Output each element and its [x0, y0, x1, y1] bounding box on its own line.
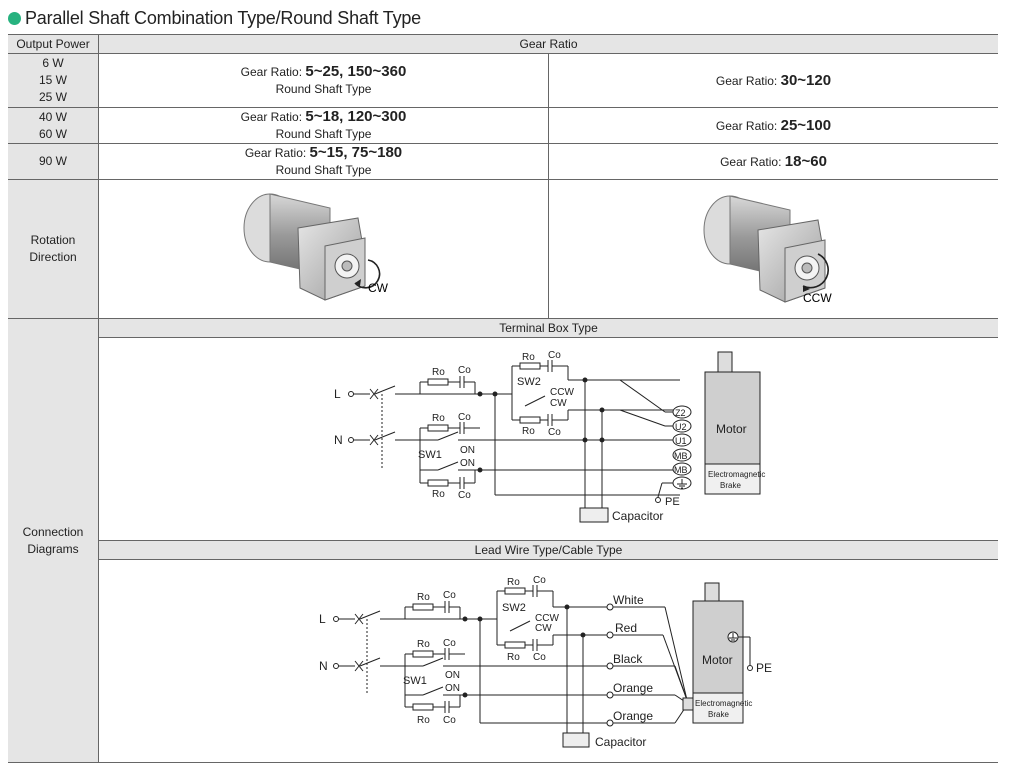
svg-text:Co: Co	[458, 365, 471, 376]
svg-text:ON: ON	[460, 458, 475, 469]
terminal-box-diagram: L N Ro Co Ro Co SW1 ON ON Ro	[334, 350, 765, 523]
svg-text:Red: Red	[615, 621, 637, 635]
connection-diagrams-label: Connection Diagrams	[8, 319, 98, 762]
svg-text:SW1: SW1	[403, 675, 427, 687]
svg-text:Co: Co	[443, 715, 456, 726]
header-output-power: Output Power	[8, 35, 98, 53]
svg-text:Capacitor: Capacitor	[612, 509, 663, 523]
column-divider	[548, 53, 549, 318]
svg-text:MB: MB	[674, 465, 688, 475]
motor-cw-icon: CW	[243, 193, 389, 301]
svg-text:SW2: SW2	[517, 376, 541, 388]
svg-text:Electromagnetic: Electromagnetic	[695, 699, 752, 708]
gear-ratio-parallel-row-3: Gear Ratio: 18~60	[720, 152, 827, 170]
power-cell-row-2: 40 W 60 W	[8, 108, 98, 143]
svg-text:Black: Black	[613, 652, 643, 666]
svg-text:Ro: Ro	[432, 413, 445, 424]
svg-text:ON: ON	[460, 445, 475, 456]
svg-text:Ro: Ro	[417, 639, 430, 650]
motor-ccw-icon: CCW	[703, 195, 832, 305]
svg-text:Ro: Ro	[417, 592, 430, 603]
power-cell-row-3: 90 W	[8, 144, 98, 179]
gear-ratio-round-row-1: Gear Ratio: 5~25, 150~360 Round Shaft Ty…	[240, 63, 407, 96]
svg-text:U2: U2	[675, 422, 687, 432]
table-rule	[8, 318, 998, 319]
gear-ratio-round-row-3: Gear Ratio: 5~15, 75~180 Round Shaft Typ…	[244, 144, 403, 177]
power-cell-row-1: 6 W 15 W 25 W	[8, 54, 98, 107]
table-rule	[99, 337, 998, 338]
table-rule	[8, 143, 998, 144]
svg-text:ON: ON	[445, 670, 460, 681]
gear-ratio-parallel-row-1: Gear Ratio: 30~120	[715, 71, 832, 89]
svg-text:Ro: Ro	[507, 577, 520, 588]
svg-text:N: N	[334, 433, 343, 447]
svg-text:Co: Co	[533, 652, 546, 663]
page-title: Parallel Shaft Combination Type/Round Sh…	[8, 6, 421, 30]
svg-text:ON: ON	[445, 683, 460, 694]
svg-text:Motor: Motor	[702, 653, 733, 667]
svg-text:Orange: Orange	[613, 709, 653, 723]
cw-label: CW	[368, 281, 389, 295]
svg-text:CW: CW	[535, 623, 552, 634]
svg-text:PE: PE	[665, 496, 680, 508]
rotation-direction-label: Rotation Direction	[8, 180, 98, 318]
svg-text:Co: Co	[443, 638, 456, 649]
svg-text:Co: Co	[443, 590, 456, 601]
svg-text:Ro: Ro	[432, 367, 445, 378]
svg-text:PE: PE	[756, 661, 772, 675]
svg-text:Motor: Motor	[716, 422, 747, 436]
table-rule	[99, 540, 998, 541]
column-divider	[98, 34, 99, 762]
svg-text:CCW: CCW	[550, 387, 574, 398]
svg-text:Brake: Brake	[708, 710, 729, 719]
svg-text:Brake: Brake	[720, 481, 741, 490]
table-rule	[8, 107, 998, 108]
svg-text:Co: Co	[458, 412, 471, 423]
svg-text:Electromagnetic: Electromagnetic	[708, 470, 765, 479]
lead-wire-type-header: Lead Wire Type/Cable Type	[99, 541, 998, 559]
gear-ratio-round-row-2: Gear Ratio: 5~18, 120~300 Round Shaft Ty…	[240, 108, 407, 141]
gear-ratio-parallel-row-2: Gear Ratio: 25~100	[715, 116, 832, 134]
svg-text:Ro: Ro	[507, 652, 520, 663]
svg-text:L: L	[319, 612, 326, 626]
svg-text:CCW: CCW	[535, 613, 559, 624]
svg-text:White: White	[613, 593, 644, 607]
table-top-border	[8, 34, 998, 35]
svg-text:Co: Co	[458, 490, 471, 501]
svg-text:Co: Co	[533, 575, 546, 586]
svg-text:N: N	[319, 659, 328, 673]
svg-text:Capacitor: Capacitor	[595, 735, 646, 749]
svg-text:L: L	[334, 387, 341, 401]
svg-text:Ro: Ro	[522, 426, 535, 437]
svg-text:Orange: Orange	[613, 681, 653, 695]
table-rule	[99, 559, 998, 560]
svg-text:Co: Co	[548, 427, 561, 438]
svg-text:Ro: Ro	[522, 352, 535, 363]
svg-text:Z2: Z2	[675, 408, 686, 418]
svg-text:U1: U1	[675, 436, 687, 446]
table-rule	[8, 179, 998, 180]
ccw-label: CCW	[803, 291, 832, 305]
terminal-box-type-header: Terminal Box Type	[99, 319, 998, 337]
header-gear-ratio: Gear Ratio	[99, 35, 998, 53]
lead-wire-diagram: L N Ro Co Ro Co SW1 ON ON Ro Co	[319, 575, 772, 749]
bullet-icon	[8, 11, 21, 25]
svg-text:SW1: SW1	[418, 449, 442, 461]
page-title-text: Parallel Shaft Combination Type/Round Sh…	[25, 7, 421, 28]
svg-text:SW2: SW2	[502, 602, 526, 614]
svg-text:Ro: Ro	[432, 489, 445, 500]
svg-text:MB: MB	[674, 451, 688, 461]
table-bottom-border	[8, 762, 998, 763]
svg-text:CW: CW	[550, 398, 567, 409]
svg-text:Co: Co	[548, 350, 561, 361]
svg-text:Ro: Ro	[417, 715, 430, 726]
table-rule	[8, 53, 998, 54]
